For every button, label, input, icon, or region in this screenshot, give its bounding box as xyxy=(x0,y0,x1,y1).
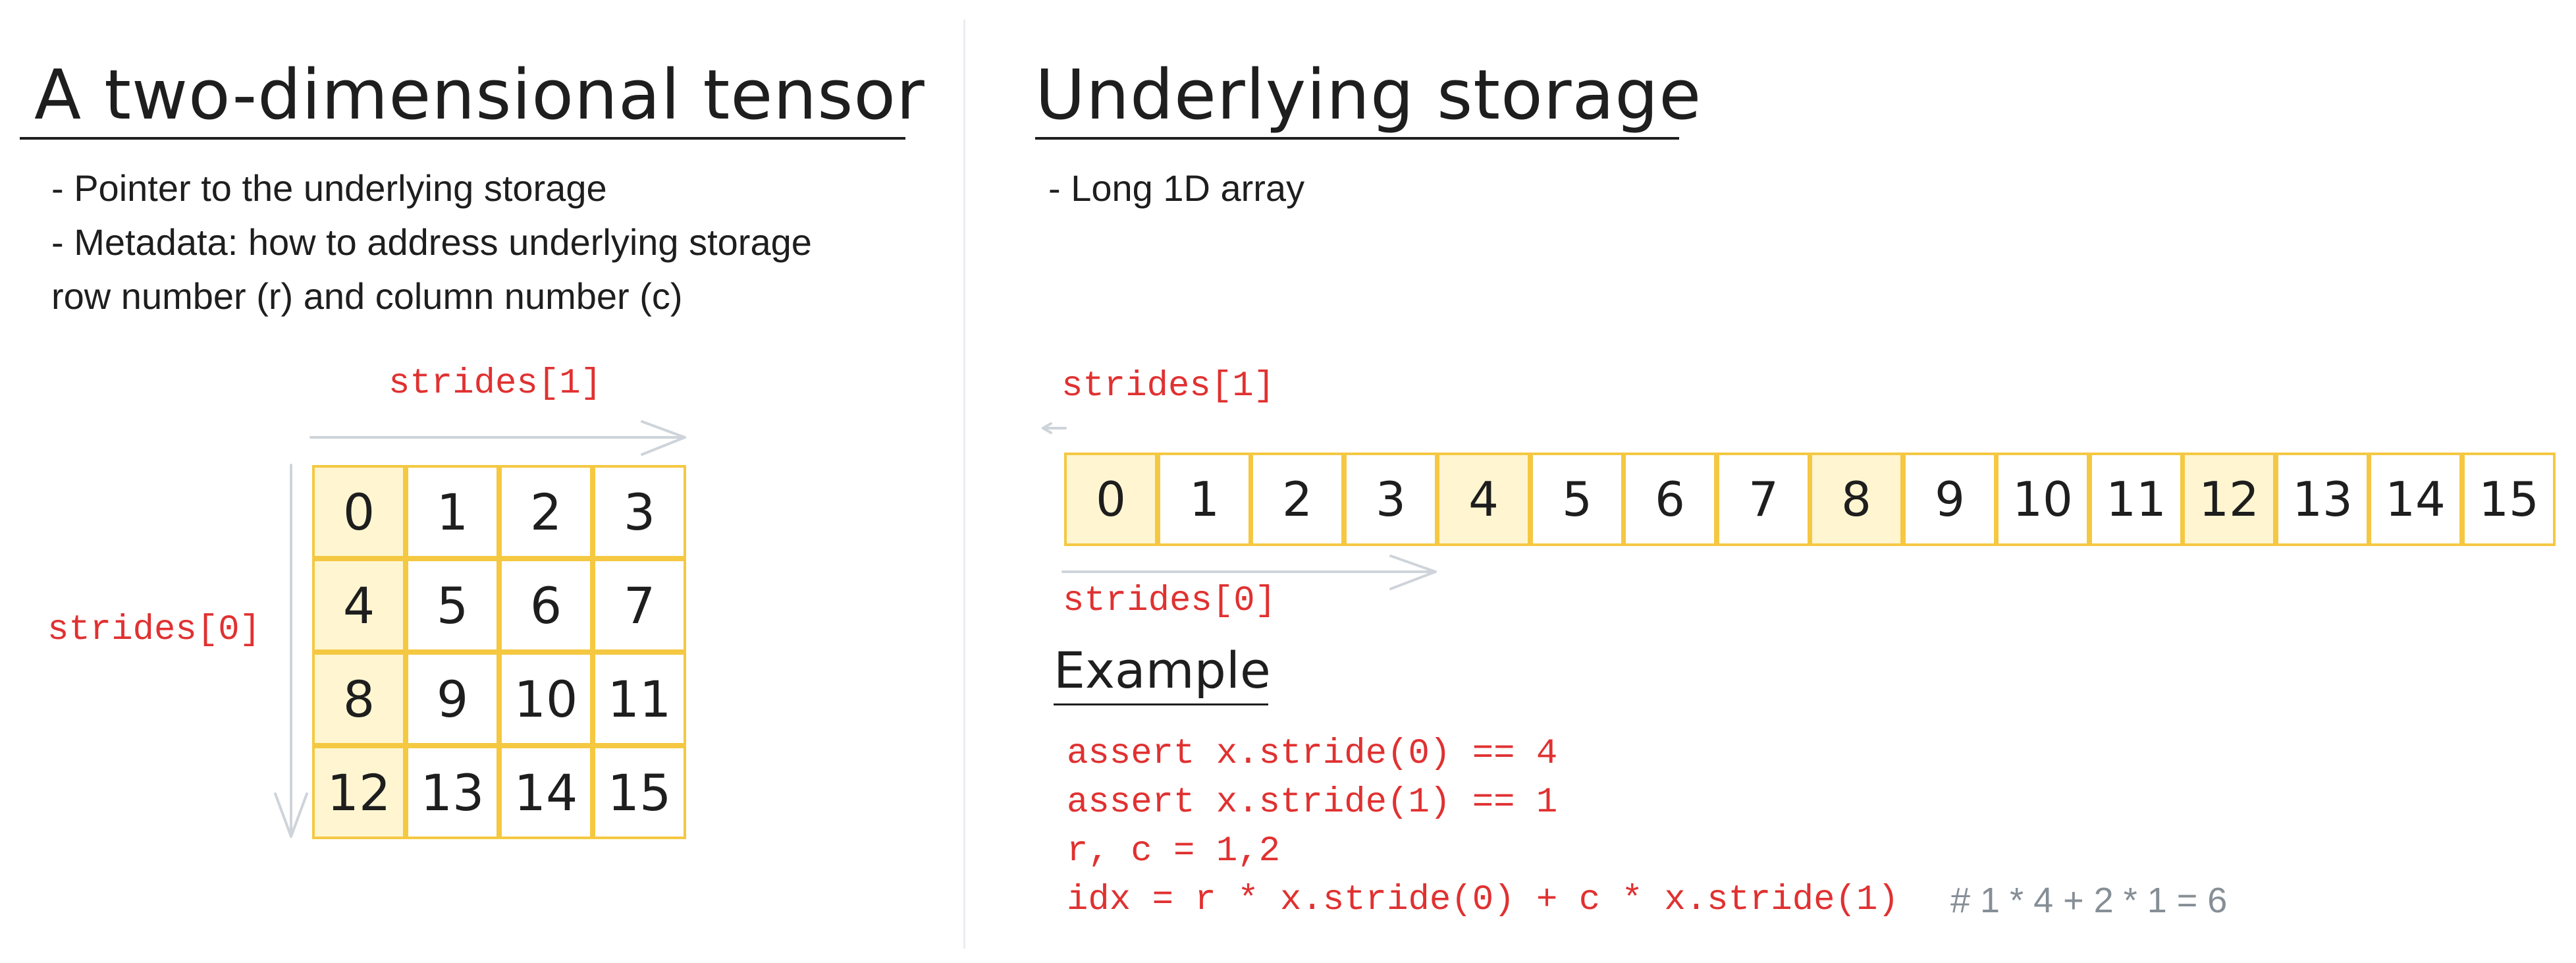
storage-cell: 6 xyxy=(1623,453,1717,546)
right-bullet-1: - Long 1D array xyxy=(1048,167,1305,209)
storage-cell: 3 xyxy=(1344,453,1437,546)
grid-cell: 12 xyxy=(312,746,406,839)
grid-cell: 14 xyxy=(499,746,593,839)
grid-cell: 0 xyxy=(312,465,406,559)
storage-cell: 2 xyxy=(1250,453,1344,546)
code-line-3: r, c = 1,2 xyxy=(1067,831,1281,871)
storage-cell: 10 xyxy=(1996,453,2089,546)
grid-cell: 13 xyxy=(406,746,499,839)
storage-cell: 0 xyxy=(1064,453,1158,546)
grid-cell: 5 xyxy=(406,559,499,652)
right-title: Underlying storage xyxy=(1035,55,1702,135)
right-strides1-label: strides[1] xyxy=(1061,366,1275,406)
grid-cell: 1 xyxy=(406,465,499,559)
left-stride1-arrowhead xyxy=(641,420,686,456)
code-line-1: assert x.stride(0) == 4 xyxy=(1067,734,1558,774)
grid-cell: 10 xyxy=(499,652,593,746)
left-bullet-3: row number (r) and column number (c) xyxy=(51,275,683,317)
left-strides1-label: strides[1] xyxy=(389,364,603,404)
left-bullet-2: - Metadata: how to address underlying st… xyxy=(51,221,812,263)
grid-cell: 7 xyxy=(593,559,686,652)
storage-cell: 9 xyxy=(1903,453,1997,546)
grid-cell: 3 xyxy=(593,465,686,559)
grid-cell: 9 xyxy=(406,652,499,746)
left-bullet-1: - Pointer to the underlying storage xyxy=(51,167,607,209)
storage-cell: 12 xyxy=(2182,453,2276,546)
right-title-underline xyxy=(1035,137,1679,140)
storage-cell: 15 xyxy=(2462,453,2556,546)
left-strides0-label: strides[0] xyxy=(47,610,261,650)
grid-cell: 15 xyxy=(593,746,686,839)
storage-cell: 11 xyxy=(2089,453,2183,546)
left-title-underline xyxy=(20,137,905,140)
storage-cell: 8 xyxy=(1810,453,1903,546)
example-underline xyxy=(1054,703,1268,705)
storage-cell: 14 xyxy=(2369,453,2462,546)
left-stride0-arrowhead xyxy=(274,792,308,838)
column-divider xyxy=(963,20,965,949)
right-strides0-label: strides[0] xyxy=(1063,581,1277,621)
right-stride1-arrowhead xyxy=(1042,422,1052,434)
storage-cell: 1 xyxy=(1158,453,1251,546)
grid-cell: 6 xyxy=(499,559,593,652)
grid-cell: 4 xyxy=(312,559,406,652)
left-title: A two-dimensional tensor xyxy=(34,55,925,135)
storage-cell: 5 xyxy=(1530,453,1624,546)
code-line-2: assert x.stride(1) == 1 xyxy=(1067,783,1558,823)
right-stride0-arrowhead xyxy=(1389,555,1437,590)
example-title: Example xyxy=(1054,641,1271,700)
code-comment: # 1 * 4 + 2 * 1 = 6 xyxy=(1950,881,2228,920)
grid-cell: 2 xyxy=(499,465,593,559)
storage-cell: 7 xyxy=(1717,453,1810,546)
grid-cell: 8 xyxy=(312,652,406,746)
grid-cell: 11 xyxy=(593,652,686,746)
code-line-4: idx = r * x.stride(0) + c * x.stride(1) xyxy=(1067,880,1899,920)
storage-cell: 13 xyxy=(2276,453,2369,546)
storage-cell: 4 xyxy=(1437,453,1530,546)
